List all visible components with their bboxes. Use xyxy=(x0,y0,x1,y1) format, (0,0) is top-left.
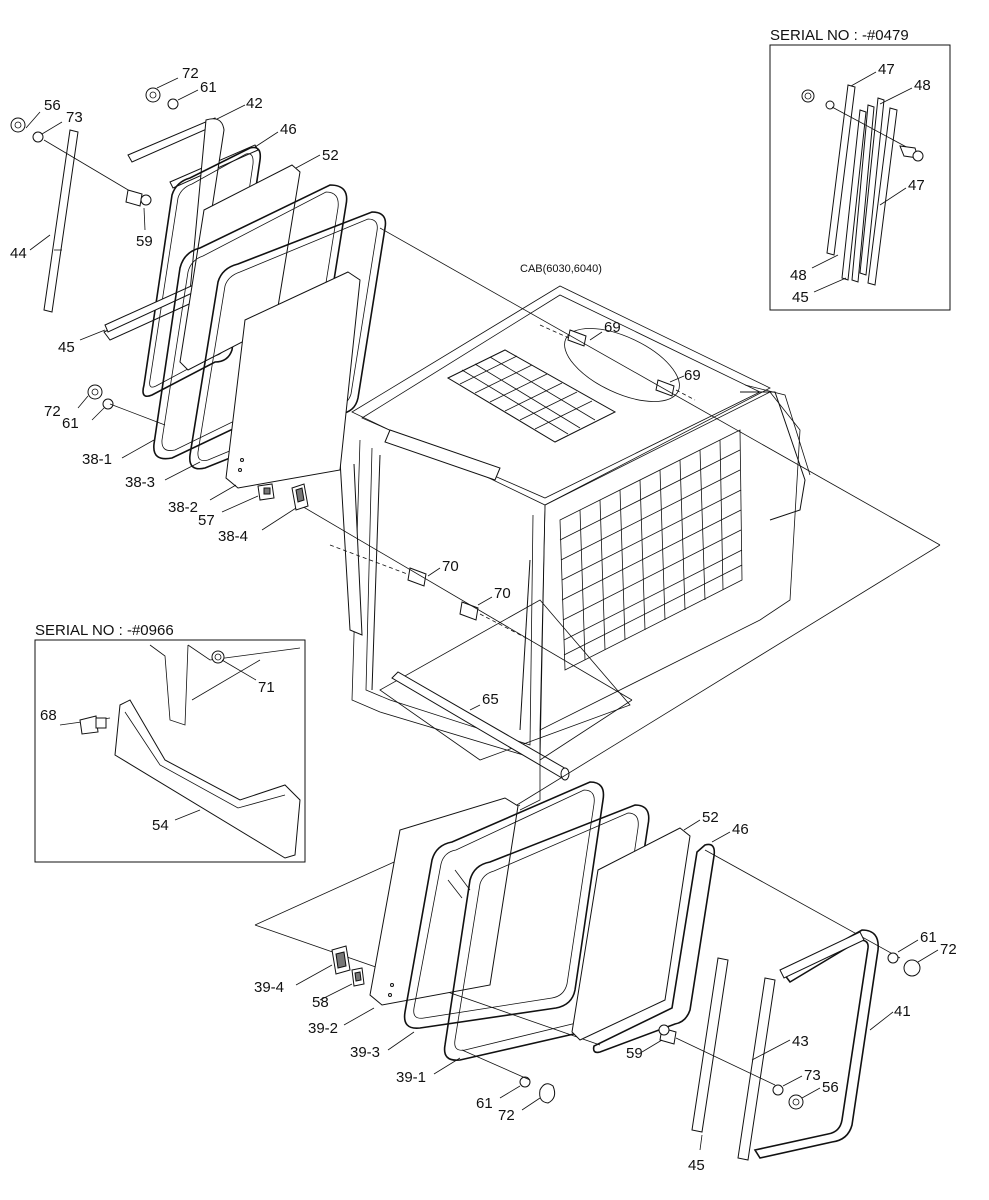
label-52-br: 52 xyxy=(702,809,719,826)
label-38-3: 38-3 xyxy=(125,474,155,491)
label-47-b: 47 xyxy=(908,177,925,194)
label-38-2: 38-2 xyxy=(168,499,198,516)
label-61-br: 61 xyxy=(920,929,937,946)
label-41: 41 xyxy=(894,1003,911,1020)
label-61-ml: 61 xyxy=(62,415,79,432)
label-65: 65 xyxy=(482,691,499,708)
label-72-bot: 72 xyxy=(498,1107,515,1124)
label-45-bot: 45 xyxy=(688,1157,705,1174)
label-48-b: 48 xyxy=(790,267,807,284)
label-61-tl: 61 xyxy=(200,79,217,96)
label-44: 44 xyxy=(10,245,27,262)
label-72-br: 72 xyxy=(940,941,957,958)
label-39-2: 39-2 xyxy=(308,1020,338,1037)
label-59-br: 59 xyxy=(626,1045,643,1062)
label-56-tl: 56 xyxy=(44,97,61,114)
label-56-br: 56 xyxy=(822,1079,839,1096)
label-70-b: 70 xyxy=(494,585,511,602)
explode-planes xyxy=(254,227,941,1046)
label-73-br: 73 xyxy=(804,1067,821,1084)
inset-serial-0479: SERIAL NO : -#0479 47 48 47 48 45 xyxy=(769,27,951,311)
label-38-1: 38-1 xyxy=(82,451,112,468)
label-71: 71 xyxy=(258,679,275,696)
label-38-4: 38-4 xyxy=(218,528,248,545)
upper-door-group: 56 73 59 44 72 61 42 46 45 xyxy=(10,65,387,545)
label-70-a: 70 xyxy=(442,558,459,575)
label-39-4: 39-4 xyxy=(254,979,284,996)
label-58: 58 xyxy=(312,994,329,1011)
label-39-1: 39-1 xyxy=(396,1069,426,1086)
label-46-tl: 46 xyxy=(280,121,297,138)
label-69-a: 69 xyxy=(604,319,621,336)
label-57: 57 xyxy=(198,512,215,529)
lower-door-group: 52 46 41 61 72 45 43 59 xyxy=(254,781,957,1174)
label-42: 42 xyxy=(246,95,263,112)
inset-caption-top: SERIAL NO : -#0479 xyxy=(770,27,909,44)
label-72-tl: 72 xyxy=(182,65,199,82)
label-46-br: 46 xyxy=(732,821,749,838)
label-72-ml: 72 xyxy=(44,403,61,420)
label-54: 54 xyxy=(152,817,169,834)
label-68: 68 xyxy=(40,707,57,724)
label-45-tr: 45 xyxy=(792,289,809,306)
label-73-tl: 73 xyxy=(66,109,83,126)
inset-caption-bottom: SERIAL NO : -#0966 xyxy=(35,622,174,639)
cab-label: CAB(6030,6040) xyxy=(520,263,602,275)
label-39-3: 39-3 xyxy=(350,1044,380,1061)
label-48-a: 48 xyxy=(914,77,931,94)
label-52-tl: 52 xyxy=(322,147,339,164)
inset-serial-0966: SERIAL NO : -#0966 71 68 54 xyxy=(34,622,306,863)
cab-body: CAB(6030,6040) xyxy=(329,263,811,811)
label-45-tl: 45 xyxy=(58,339,75,356)
label-59-tl: 59 xyxy=(136,233,153,250)
label-43: 43 xyxy=(792,1033,809,1050)
label-69-b: 69 xyxy=(684,367,701,384)
label-61-bot: 61 xyxy=(476,1095,493,1112)
label-47-a: 47 xyxy=(878,61,895,78)
